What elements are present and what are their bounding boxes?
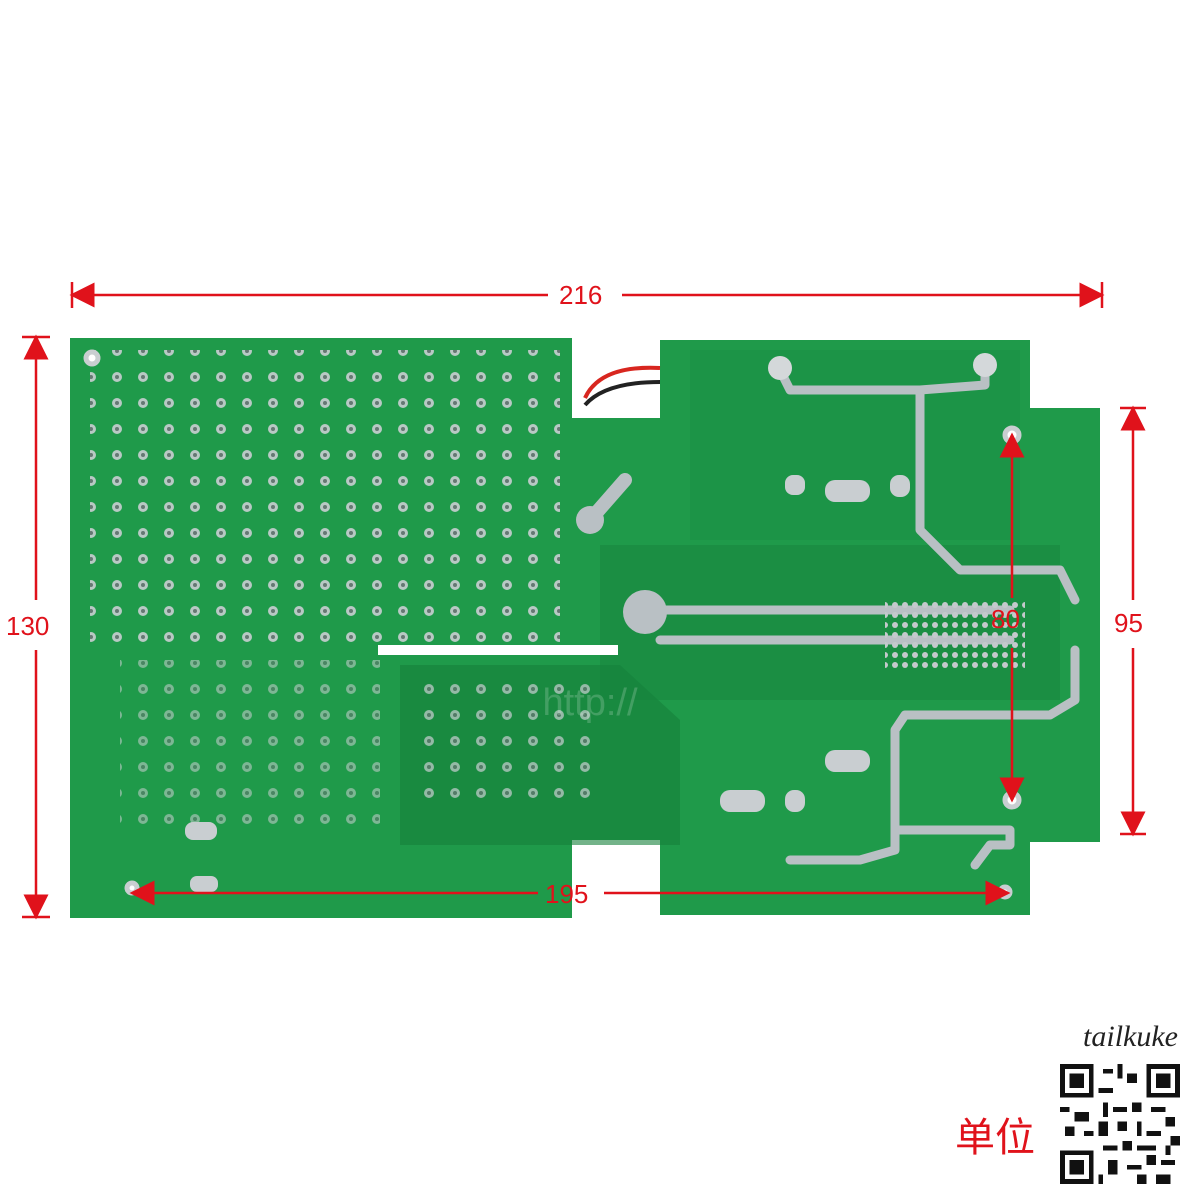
copper-pad xyxy=(623,590,667,634)
wire-black xyxy=(583,380,661,407)
dimension-lines xyxy=(22,282,1146,920)
unit-label: 单位 xyxy=(955,1115,1035,1161)
pcb-pad-field xyxy=(420,670,590,810)
pcb-pad-field xyxy=(90,350,560,650)
pcb-slot xyxy=(378,645,618,655)
pcb-ground-plane xyxy=(690,350,1020,540)
watermark: http:// xyxy=(542,682,637,724)
copper-pad-grid xyxy=(885,600,1025,670)
dimension-height-label: 130 xyxy=(6,611,50,641)
large-pads xyxy=(185,475,910,892)
qr-code-icon xyxy=(1060,1064,1180,1184)
copper-trace xyxy=(583,473,632,527)
dimension-width-label: 216 xyxy=(559,280,603,310)
wire-red xyxy=(583,365,661,399)
pcb-pad-field xyxy=(120,660,380,840)
dimension-hole-width-label: 195 xyxy=(545,879,589,909)
copper-pad xyxy=(973,353,997,377)
copper-pad xyxy=(768,356,792,380)
brand-logo-text: tailkuke xyxy=(1083,1020,1178,1053)
dimension-right-height-label: 95 xyxy=(1114,608,1143,638)
dimension-hole-height-label: 80 xyxy=(991,604,1020,634)
copper-traces xyxy=(635,360,1080,870)
